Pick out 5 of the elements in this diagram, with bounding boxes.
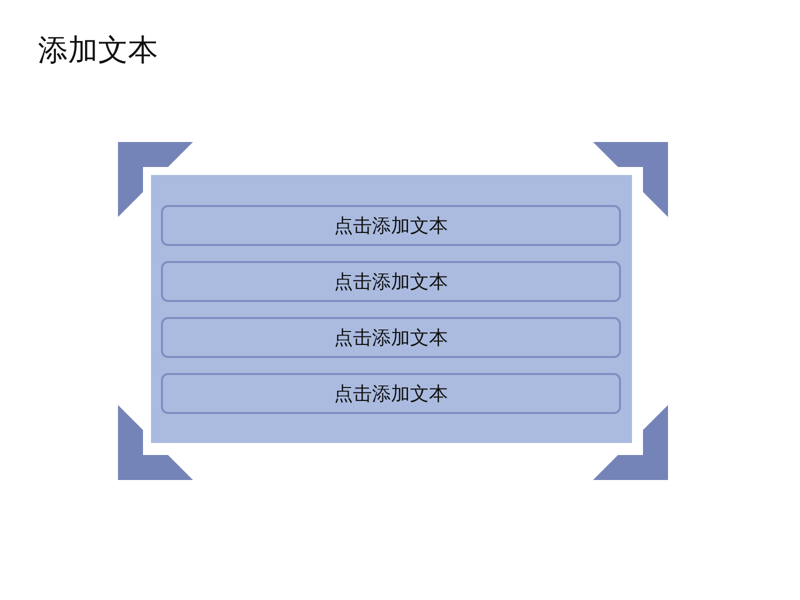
text-box: 点击添加文本 <box>161 205 621 246</box>
text-box: 点击添加文本 <box>161 261 621 302</box>
text-box: 点击添加文本 <box>161 373 621 414</box>
text-box: 点击添加文本 <box>161 317 621 358</box>
title: 添加文本 <box>38 32 158 70</box>
